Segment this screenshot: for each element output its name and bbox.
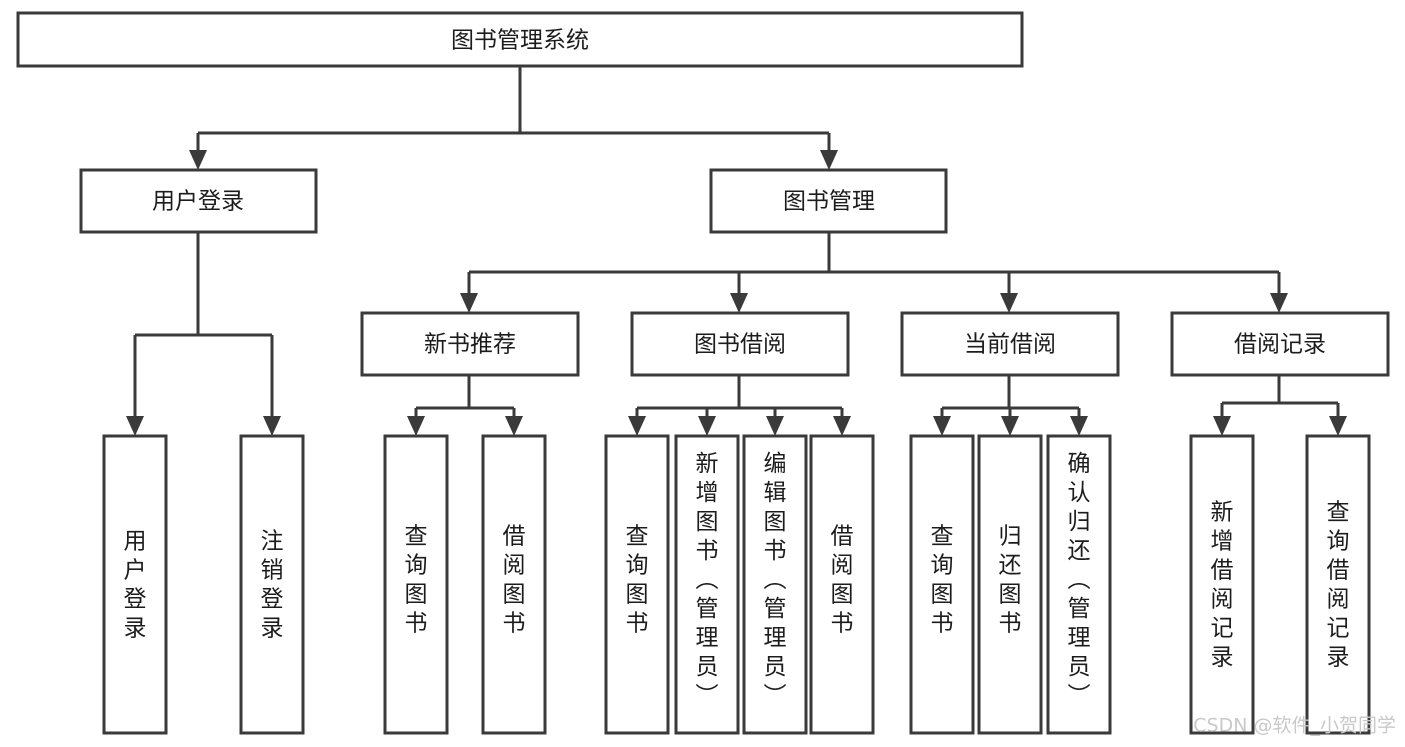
leaf-add-book-box[interactable] xyxy=(674,434,740,735)
leaf-query-book-1[interactable]: 查询图书 xyxy=(383,434,449,735)
node-user-login-label: 用户登录 xyxy=(152,189,244,215)
leaf-add-book[interactable]: 新增图书︵管理员︶ xyxy=(674,434,740,735)
leaf-query-book-2[interactable]: 查询图书 xyxy=(604,434,670,735)
node-root-box[interactable] xyxy=(16,11,1024,68)
leaf-edit-book[interactable]: 编辑图书︵管理员︶ xyxy=(742,434,808,735)
node-current-borrow[interactable]: 当前借阅 xyxy=(900,311,1120,377)
leaf-query-book-3[interactable]: 查询图书 xyxy=(909,434,975,735)
leaf-add-record[interactable]: 新增借阅记录 xyxy=(1189,434,1255,735)
node-root[interactable]: 图书管理系统 xyxy=(16,11,1024,68)
arrow-to-user-login xyxy=(189,150,207,170)
arrow-book-borrow xyxy=(730,293,748,313)
leaf-query-record[interactable]: 查询借阅记录 xyxy=(1305,434,1371,735)
leaf-borrow-book-2-box[interactable] xyxy=(809,434,875,735)
leaf-user-login[interactable]: 用户登录 xyxy=(102,434,168,735)
leaf-user-login-label: 用户登录 xyxy=(124,528,147,641)
arrow-leaf-query-record xyxy=(1329,416,1347,436)
node-book-manage-label: 图书管理 xyxy=(783,189,875,215)
node-borrow-record-label: 借阅记录 xyxy=(1234,332,1326,358)
node-book-borrow-box[interactable] xyxy=(630,311,850,377)
leaf-logout-login-label: 注销登录 xyxy=(261,528,284,641)
leaf-return-book-label: 归还图书 xyxy=(999,523,1022,636)
arrow-new-book-rec xyxy=(460,293,478,313)
leaf-query-record-label: 查询借阅记录 xyxy=(1327,499,1350,670)
node-book-borrow-label: 图书借阅 xyxy=(694,332,786,358)
leaf-add-record-label: 新增借阅记录 xyxy=(1211,499,1234,670)
arrow-leaf-confirm-return xyxy=(1070,416,1088,436)
leaf-edit-book-box[interactable] xyxy=(742,434,808,735)
leaf-confirm-return-label: 确认归还︵管理员︶ xyxy=(1068,451,1091,709)
arrow-leaf-logout-login xyxy=(263,416,281,436)
leaf-edit-book-label: 编辑图书︵管理员︶ xyxy=(764,451,787,709)
leaf-query-book-1-box[interactable] xyxy=(383,434,449,735)
arrow-leaf-query-book-3 xyxy=(933,416,951,436)
arrow-leaf-edit-book xyxy=(766,416,784,436)
node-user-login[interactable]: 用户登录 xyxy=(79,168,318,234)
node-user-login-box[interactable] xyxy=(79,168,318,234)
node-borrow-record[interactable]: 借阅记录 xyxy=(1170,311,1390,377)
node-book-manage[interactable]: 图书管理 xyxy=(709,168,948,234)
arrow-to-book-manage xyxy=(820,150,838,170)
node-current-borrow-box[interactable] xyxy=(900,311,1120,377)
arrow-current-borrow xyxy=(1000,293,1018,313)
arrow-leaf-query-book-2 xyxy=(628,416,646,436)
leaf-borrow-book-2-label: 借阅图书 xyxy=(831,523,854,636)
arrow-leaf-borrow-book-1 xyxy=(505,416,523,436)
arrow-leaf-add-book xyxy=(698,416,716,436)
leaf-logout-login-box[interactable] xyxy=(239,434,305,735)
node-root-label: 图书管理系统 xyxy=(451,28,589,54)
arrow-leaf-add-record xyxy=(1213,416,1231,436)
arrow-leaf-query-book-1 xyxy=(407,416,425,436)
leaf-user-login-box[interactable] xyxy=(102,434,168,735)
arrow-borrow-record xyxy=(1270,293,1288,313)
leaf-query-book-3-label: 查询图书 xyxy=(931,523,954,636)
leaf-query-record-box[interactable] xyxy=(1305,434,1371,735)
csdn-watermark: CSDN @软件_小贺同学 xyxy=(1193,715,1396,737)
arrow-leaf-borrow-book-2 xyxy=(833,416,851,436)
leaf-query-book-2-label: 查询图书 xyxy=(626,523,649,636)
leaf-add-book-label: 新增图书︵管理员︶ xyxy=(696,451,719,709)
leaf-add-record-box[interactable] xyxy=(1189,434,1255,735)
leaf-confirm-return-box[interactable] xyxy=(1046,434,1112,735)
node-new-book-rec[interactable]: 新书推荐 xyxy=(360,311,580,377)
node-new-book-rec-label: 新书推荐 xyxy=(424,332,516,358)
leaf-query-book-2-box[interactable] xyxy=(604,434,670,735)
leaf-return-book-box[interactable] xyxy=(977,434,1043,735)
arrow-leaf-return-book xyxy=(1001,416,1019,436)
leaf-borrow-book-1-box[interactable] xyxy=(481,434,547,735)
leaf-query-book-1-label: 查询图书 xyxy=(405,523,428,636)
leaf-confirm-return[interactable]: 确认归还︵管理员︶ xyxy=(1046,434,1112,735)
node-borrow-record-box[interactable] xyxy=(1170,311,1390,377)
leaf-query-book-3-box[interactable] xyxy=(909,434,975,735)
node-current-borrow-label: 当前借阅 xyxy=(964,332,1056,358)
leaf-borrow-book-1[interactable]: 借阅图书 xyxy=(481,434,547,735)
leaf-borrow-book-1-label: 借阅图书 xyxy=(503,523,526,636)
node-new-book-rec-box[interactable] xyxy=(360,311,580,377)
arrow-leaf-user-login xyxy=(126,416,144,436)
node-book-borrow[interactable]: 图书借阅 xyxy=(630,311,850,377)
connector-layer xyxy=(126,66,1347,436)
leaf-return-book[interactable]: 归还图书 xyxy=(977,434,1043,735)
leaf-borrow-book-2[interactable]: 借阅图书 xyxy=(809,434,875,735)
node-book-manage-box[interactable] xyxy=(709,168,948,234)
leaf-logout-login[interactable]: 注销登录 xyxy=(239,434,305,735)
